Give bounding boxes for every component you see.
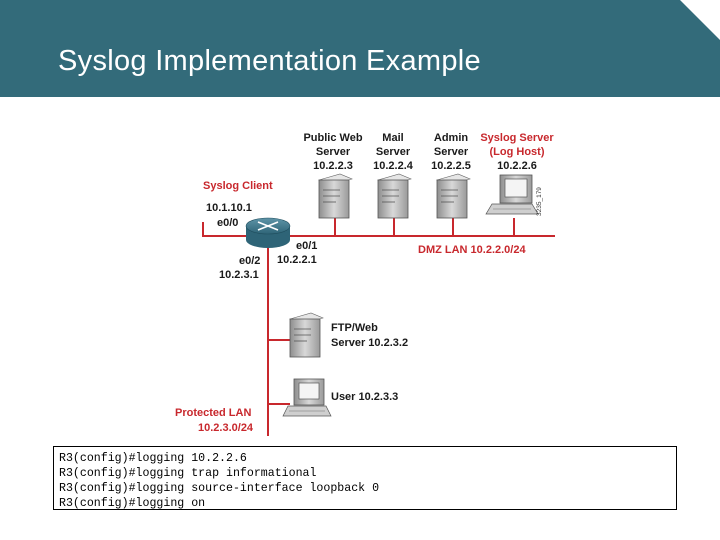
admin-label-line2: Server xyxy=(434,146,469,158)
dmz-lan-label: DMZ LAN 10.2.2.0/24 xyxy=(418,244,526,256)
ip-e01-label: 10.2.2.1 xyxy=(277,254,317,266)
server-labels: Public Web Server 10.2.2.3 Mail Server 1… xyxy=(303,132,554,172)
figure-id: 3235_179 xyxy=(536,187,543,216)
syslog-server-label-line1: Syslog Server xyxy=(480,132,554,144)
header-corner-cut xyxy=(680,0,720,40)
ip-e02-label: 10.2.3.1 xyxy=(219,269,259,281)
iface-e01-label: e0/1 xyxy=(296,240,317,252)
ftp-web-label-line2: Server 10.2.3.2 xyxy=(331,337,408,349)
config-prompt: R3(config)#logging xyxy=(59,497,185,510)
config-arg: trap informational xyxy=(191,467,317,480)
config-line-1: R3(config)#logging 10.2.2.6 xyxy=(59,451,676,466)
public-web-label-line1: Public Web xyxy=(303,132,362,144)
admin-label-ip: 10.2.2.5 xyxy=(431,160,471,172)
syslog-server-label-ip: 10.2.2.6 xyxy=(497,160,537,172)
config-line-3: R3(config)#logging source-interface loop… xyxy=(59,481,676,496)
config-line-2: R3(config)#logging trap informational xyxy=(59,466,676,481)
iface-e02-label: e0/2 xyxy=(239,255,260,267)
ftp-web-label-line1: FTP/Web xyxy=(331,322,378,334)
loopback-ip-label: 10.1.10.1 xyxy=(206,202,252,214)
protected-lan-label-line1: Protected LAN xyxy=(175,407,251,419)
config-prompt: R3(config)#logging xyxy=(59,452,185,465)
router-labels: Syslog Client 10.1.10.1 e0/0 e0/1 10.2.2… xyxy=(203,180,317,281)
config-arg: 10.2.2.6 xyxy=(191,452,247,465)
mail-label-line1: Mail xyxy=(382,132,403,144)
public-web-label-line2: Server xyxy=(316,146,351,158)
router-icon xyxy=(245,217,291,248)
mail-label-ip: 10.2.2.4 xyxy=(373,160,414,172)
config-prompt: R3(config)#logging xyxy=(59,482,185,495)
config-commands-box: R3(config)#logging 10.2.2.6 R3(config)#l… xyxy=(53,446,677,510)
admin-label-line1: Admin xyxy=(434,132,469,144)
server-admin-icon xyxy=(436,173,471,219)
protected-lan-label-line2: 10.2.3.0/24 xyxy=(198,422,254,434)
syslog-server-label-line2: (Log Host) xyxy=(490,146,545,158)
user-workstation-icon xyxy=(282,378,332,417)
syslog-client-label: Syslog Client xyxy=(203,180,273,192)
iface-e00-label: e0/0 xyxy=(217,217,238,229)
slide-header: Syslog Implementation Example xyxy=(0,0,720,97)
ftp-web-server-icon xyxy=(289,312,324,358)
config-prompt: R3(config)#logging xyxy=(59,467,185,480)
server-mail-icon xyxy=(377,173,412,219)
mail-label-line2: Server xyxy=(376,146,411,158)
public-web-label-ip: 10.2.2.3 xyxy=(313,160,353,172)
user-label: User 10.2.3.3 xyxy=(331,391,398,403)
config-line-4: R3(config)#logging on xyxy=(59,496,676,511)
config-arg: on xyxy=(191,497,206,510)
server-public-web-icon xyxy=(318,173,353,219)
syslog-server-workstation-icon xyxy=(485,174,539,215)
config-arg: source-interface loopback 0 xyxy=(191,482,380,495)
slide-title: Syslog Implementation Example xyxy=(58,45,481,77)
